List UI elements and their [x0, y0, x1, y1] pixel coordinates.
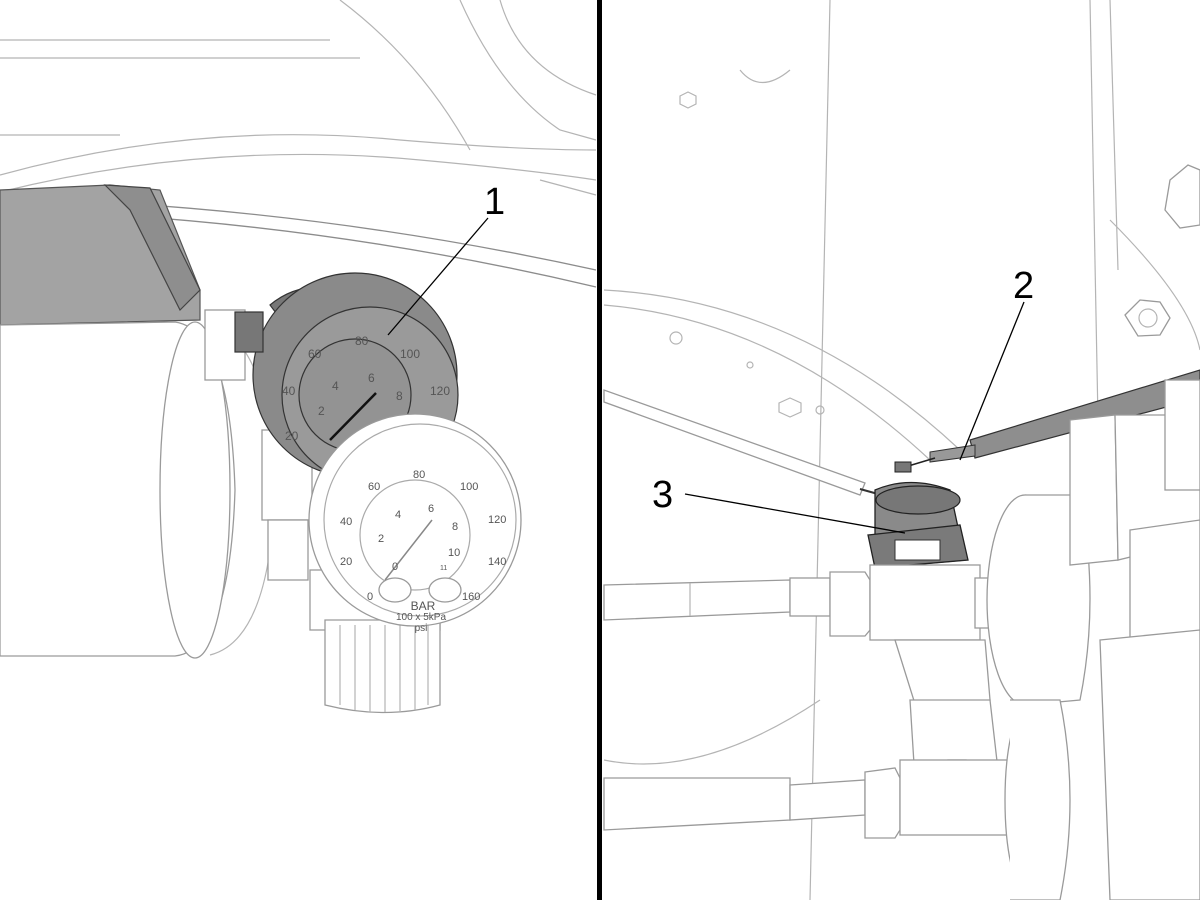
front-gauge-tick: 60 [368, 481, 380, 493]
connector-housing [867, 481, 969, 569]
front-gauge-tick: 0 [392, 561, 398, 573]
callout-3-label: 3 [652, 474, 673, 516]
callout-1-label: 1 [484, 181, 505, 223]
front-gauge-tick: 11 [440, 565, 447, 572]
front-gauge-tick: 8 [452, 521, 458, 533]
front-gauge-tick: 100 [460, 481, 478, 493]
left-panel: 20 40 60 80 100 120 2 4 6 8 0 20 40 [0, 0, 597, 714]
callout-2-label: 2 [1013, 265, 1034, 307]
back-gauge-tick: 4 [332, 379, 339, 393]
back-gauge-tick: 6 [368, 371, 375, 385]
front-gauge-tick: 120 [488, 514, 506, 526]
front-gauge-tick: 20 [340, 556, 352, 568]
front-gauge-unit-kpa: 100 x 5kPa [396, 612, 446, 623]
front-gauge-tick: 160 [462, 591, 480, 603]
back-gauge-tick: 2 [318, 404, 325, 418]
front-gauge-unit-psi: psi [415, 623, 428, 634]
front-gauge-tick: 0 [367, 591, 373, 603]
back-gauge-tick: 20 [285, 429, 299, 443]
front-gauge-tick: 4 [395, 509, 401, 521]
front-gauge-tick: 10 [448, 547, 460, 559]
front-gauge-unit-bar: BAR [411, 599, 436, 613]
front-gauge-tick: 40 [340, 516, 352, 528]
front-regulator-gauge: 0 20 40 60 80 100 120 140 160 0 2 4 6 8 … [308, 413, 522, 714]
back-gauge-tick: 80 [355, 334, 369, 348]
back-gauge-tick: 8 [396, 389, 403, 403]
back-gauge-tick: 60 [308, 347, 322, 361]
back-gauge-tick: 40 [282, 384, 296, 398]
right-panel: 2 3 [603, 0, 1200, 900]
front-gauge-tick: 6 [428, 503, 434, 515]
front-gauge-tick: 80 [413, 469, 425, 481]
back-gauge-tick: 120 [430, 384, 450, 398]
panel-divider [597, 0, 602, 900]
front-gauge-tick: 2 [378, 533, 384, 545]
front-gauge-tick: 140 [488, 556, 506, 568]
back-gauge-tick: 100 [400, 347, 420, 361]
